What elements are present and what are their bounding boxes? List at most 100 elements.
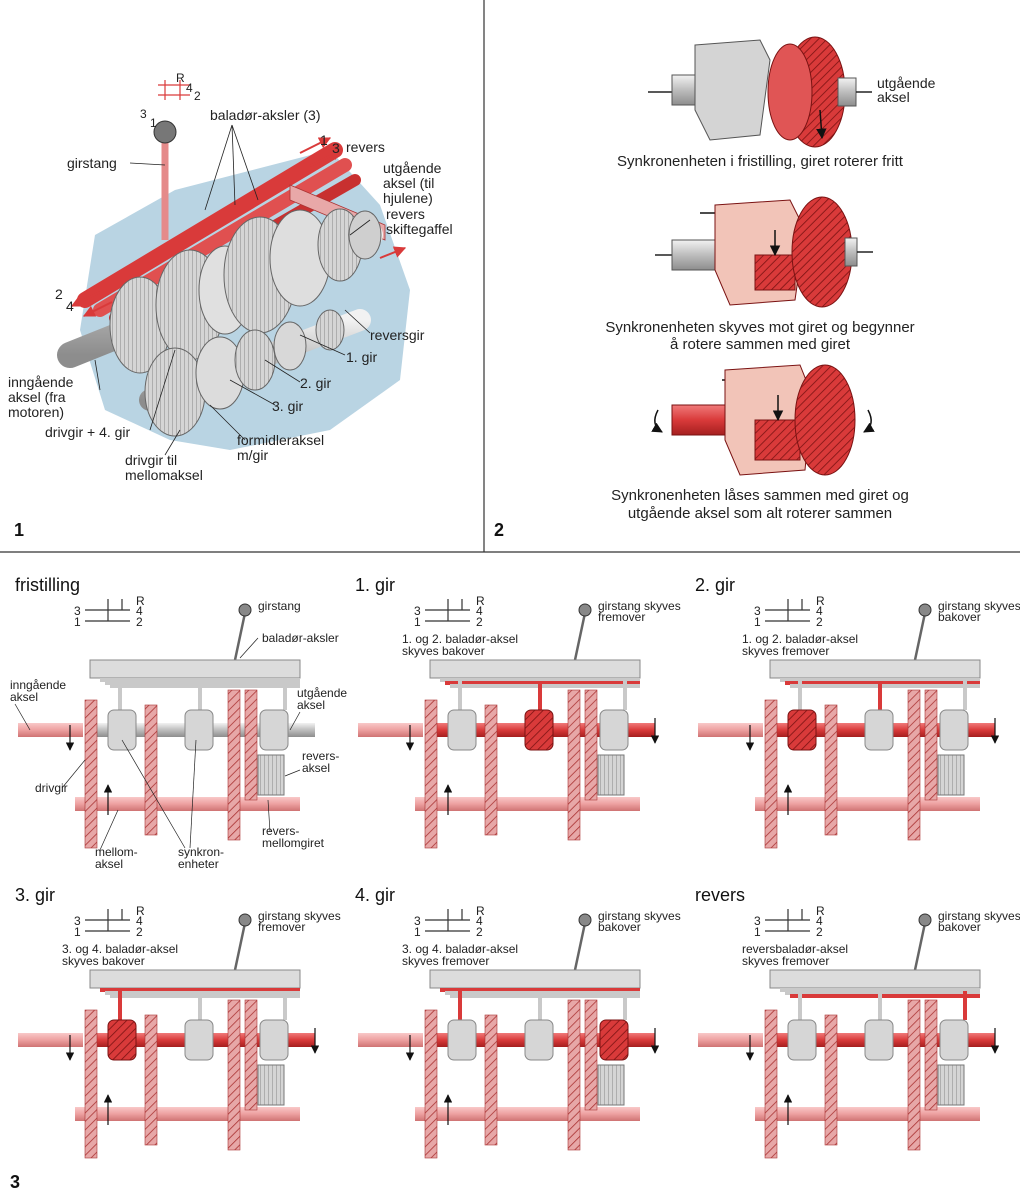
label-formidler-2: m/gir [237,447,268,463]
n-revers-aksel-2: aksel [302,761,330,775]
schematic-4-lever-label-1: girstang skyves [598,909,681,923]
schematic-4-note-2: skyves fremover [402,954,489,968]
schematic-4-synchro-2 [599,1019,629,1061]
schematic-1-pattern-3: 3 [414,604,421,618]
panel-2-synchronizer: utgående aksel Synkronenheten i fristill… [494,36,936,540]
panel-1-number: 1 [14,520,24,540]
schematic-1-note-2: skyves bakover [402,644,485,658]
schematic-3-note-1: 3. og 4. baladør-aksel [62,942,178,956]
pattern-2: 2 [194,89,201,103]
pattern-3: 3 [140,107,147,121]
label-inngaende-2: aksel (fra [8,389,66,405]
label-balador: baladør-aksler (3) [210,107,320,123]
pattern-4: 4 [186,81,193,95]
schematic-0-gear-1 [144,704,158,836]
n-mellom-2: aksel [95,857,123,871]
schematic-5-lever-label-2: bakover [938,920,981,934]
schematic-2-title: 2. gir [695,575,735,595]
schematic-0-lever-label-1: girstang [258,599,301,613]
schematic-3-pattern-1: 4 [136,914,143,928]
schematic-4-pattern-4: 1 [414,925,421,939]
label-reversgir: reversgir [370,327,425,343]
schematic-3-reverse-idler [257,1064,285,1106]
schematic-4-note-1: 3. og 4. baladør-aksel [402,942,518,956]
shift-pattern-icon [158,80,190,100]
schematic-2-lever-label-2: bakover [938,610,981,624]
schematic-5-pattern-1: 4 [816,914,823,928]
schematic-3-gear-1 [144,1014,158,1146]
schematic-1-pattern-0: R [476,594,485,608]
schematic-2-gear-0 [764,699,778,849]
schematic-1-synchro-0 [447,709,477,751]
schematic-1-synchro-1 [524,709,554,751]
schematic-1-pattern-2: 2 [476,615,483,629]
schematic-5-input-shaft [698,1033,763,1047]
schematic-1-pattern-1: 4 [476,604,483,618]
schematic-4-gear-2 [567,999,581,1151]
label-revers: revers [346,139,385,155]
schematic-5-synchro-0 [787,1019,817,1061]
label-inngaende-3: motoren) [8,404,64,420]
n-revers-mellom-1: revers- [262,824,299,838]
schematic-5-lever [913,922,927,971]
girstang-knob [153,120,177,144]
synchro-neutral [648,36,872,148]
arrow-4 [82,301,113,317]
schematic-0-gear-0 [84,699,98,849]
schematic-1-pattern-4: 1 [414,615,421,629]
schematic-5-synchro-2 [939,1019,969,1061]
schematic-0-counter-shaft [75,797,300,811]
schematic-2-synchro-0 [787,709,817,751]
caption-2a: Synkronenheten skyves mot giret og begyn… [605,319,914,336]
arrow-1 [299,137,332,154]
schematic-0-pattern-1: 4 [136,604,143,618]
panel-3-number: 3 [10,1172,20,1192]
schematic-4-lever [573,922,587,971]
schematic-1-lever-knob [578,603,592,617]
schematic-3-lever-label-1: girstang skyves [258,909,341,923]
schematic-0-reverse-idler [257,754,285,796]
n-mellom-1: mellom- [95,845,138,859]
schematic-1-gear-0 [424,699,438,849]
label-drivgir-mellom-1: drivgir til [125,452,177,468]
label-drivgir-mellom-2: mellomaksel [125,467,203,483]
schematic-2-pattern-0: R [816,594,825,608]
schematic-0-input-shaft [18,723,83,737]
schematic-3-lever [233,922,247,971]
schematic-4-input-shaft [358,1033,423,1047]
n-synkron-1: synkron- [178,845,224,859]
schematic-1-title: 1. gir [355,575,395,595]
schematic-5-pattern-2: 2 [816,925,823,939]
label-utgaende-1: utgående [383,160,442,176]
schematic-5-synchro-1 [864,1019,894,1061]
schematic-5-pattern-4: 1 [754,925,761,939]
schematic-5-gear-3 [924,999,938,1111]
schematic-4-reverse-idler [597,1064,625,1106]
schematic-3-input-shaft [18,1033,83,1047]
n-inngaende-1: inngående [10,678,66,692]
schematic-0-pattern-0: R [136,594,145,608]
schematic-5-pattern-0: R [816,904,825,918]
schematic-2-gear-2 [907,689,921,841]
schematic-3-pattern-2: 2 [136,925,143,939]
schematic-4-synchro-1 [524,1019,554,1061]
schematic-3-pattern-3: 3 [74,914,81,928]
schematic-2-lever-knob [918,603,932,617]
schematic-2-note-2: skyves fremover [742,644,829,658]
caption-1: Synkronenheten i fristilling, giret rote… [617,153,904,170]
schematic-1-note-1: 1. og 2. baladør-aksel [402,632,518,646]
schematic-5-pattern-3: 3 [754,914,761,928]
schematic-4-gear-3 [584,999,598,1111]
schematic-0-lever-knob [238,603,252,617]
label-arrow-1: 1 [320,132,328,148]
pattern-R: R [176,71,185,85]
schematic-2-synchro-1 [864,709,894,751]
arrow-3 [309,149,344,167]
